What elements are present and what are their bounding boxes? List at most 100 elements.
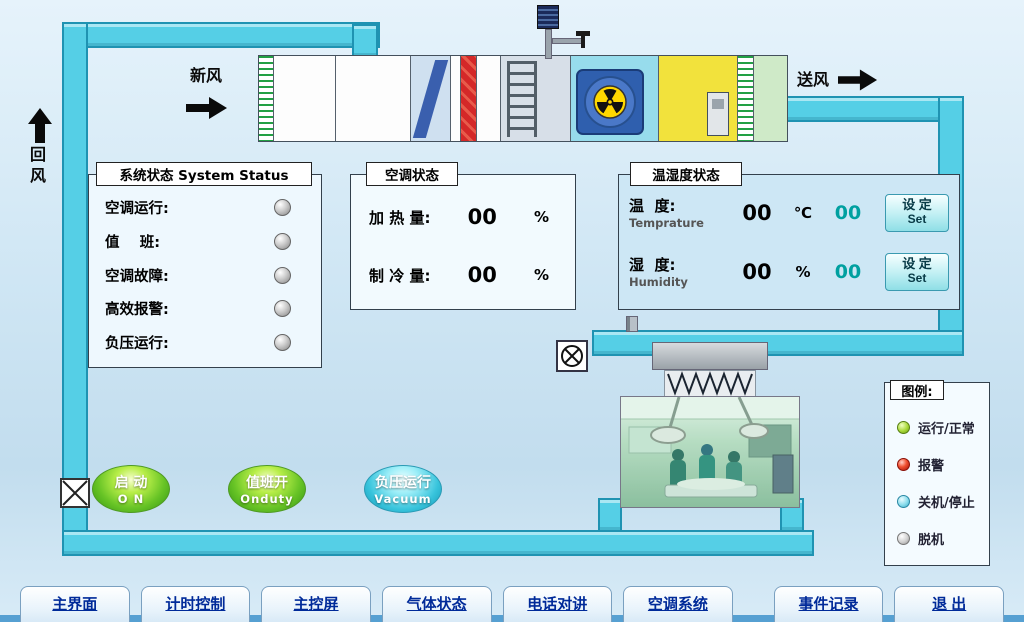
system-status-panel: 空调运行: 值 班: 空调故障: 高效报警: 负压运行: bbox=[88, 174, 322, 368]
steam-pipe-horizontal bbox=[552, 38, 584, 44]
temperature-setpoint: 00 bbox=[834, 201, 862, 224]
status-label: 空调故障: bbox=[105, 268, 169, 285]
vacuum-run-button[interactable]: 负压运行 Vacuum bbox=[364, 465, 442, 513]
duct-bottom-horizontal bbox=[62, 530, 814, 556]
heating-value: 00 bbox=[467, 205, 497, 229]
ac-status-panel: 加 热 量: 00 % 制 冷 量: 00 % bbox=[350, 174, 576, 310]
humidity-sublabel: Humidity bbox=[629, 275, 688, 289]
nav-event-log[interactable]: 事件记录 bbox=[773, 586, 884, 622]
ac-running-indicator bbox=[274, 199, 291, 216]
status-row-negative-pressure: 负压运行: bbox=[105, 332, 291, 353]
temperature-unit: ℃ bbox=[793, 203, 813, 222]
vacuum-button-label-en: Vacuum bbox=[374, 492, 432, 506]
duct-return-vertical bbox=[62, 22, 88, 556]
status-row-ac-running: 空调运行: bbox=[105, 197, 291, 218]
cooling-coil-section bbox=[410, 56, 451, 141]
attenuator-section bbox=[657, 56, 738, 141]
ceiling-diffuser bbox=[652, 342, 768, 370]
fan-section bbox=[569, 56, 658, 141]
supply-air-label: 送风 bbox=[797, 70, 830, 89]
damper-x-icon bbox=[62, 480, 88, 506]
legend-title: 图例: bbox=[890, 380, 944, 400]
nav-phone-intercom[interactable]: 电话对讲 bbox=[502, 586, 613, 622]
status-label: 高效报警: bbox=[105, 302, 169, 319]
operating-room-photo bbox=[620, 396, 800, 508]
fresh-air-arrow-icon bbox=[186, 97, 227, 119]
duct-supply-horizontal bbox=[784, 96, 964, 122]
set-button-label-cn: 设 定 bbox=[902, 197, 932, 213]
legend-item-alarm: 报警 bbox=[897, 455, 979, 474]
supply-air-arrow-icon bbox=[838, 69, 878, 91]
temperature-sublabel: Temprature bbox=[629, 216, 704, 230]
heating-unit: % bbox=[533, 208, 549, 226]
nav-main-screen[interactable]: 主界面 bbox=[20, 586, 130, 622]
steam-pipe-vertical bbox=[545, 29, 552, 59]
blower-fan-icon bbox=[575, 69, 644, 135]
status-row-hepa-alarm: 高效报警: bbox=[105, 298, 291, 319]
running-normal-dot-icon bbox=[897, 421, 910, 434]
humidity-setpoint: 00 bbox=[834, 260, 862, 283]
duty-button-label-en: Onduty bbox=[240, 492, 294, 506]
start-on-button[interactable]: 启 动 O N bbox=[92, 465, 170, 513]
legend-item-stopped: 关机/停止 bbox=[897, 492, 979, 511]
humidifier-ladder-icon bbox=[506, 61, 537, 137]
duct-room-horizontal bbox=[592, 330, 964, 356]
humidity-set-button[interactable]: 设 定 Set bbox=[885, 252, 949, 291]
nav-gas-status[interactable]: 气体状态 bbox=[381, 586, 492, 622]
temperature-label: 温 度: bbox=[629, 197, 676, 215]
on-duty-indicator bbox=[274, 232, 291, 250]
legend-label: 脱机 bbox=[918, 533, 945, 548]
humidity-unit: % bbox=[795, 262, 811, 281]
valve-spout-icon bbox=[581, 36, 585, 48]
vacuum-button-label-cn: 负压运行 bbox=[375, 475, 431, 491]
temperature-label-block: 温 度: Temprature bbox=[629, 195, 731, 230]
control-box-icon bbox=[707, 92, 730, 136]
negative-pressure-indicator bbox=[274, 334, 291, 351]
diffuser-coil-icon bbox=[664, 370, 756, 398]
status-label: 值 班: bbox=[105, 234, 160, 251]
status-label: 负压运行: bbox=[105, 336, 169, 352]
status-row-on-duty: 值 班: bbox=[105, 231, 291, 252]
humidity-value: 00 bbox=[742, 259, 772, 284]
legend-item-running: 运行/正常 bbox=[897, 418, 979, 437]
cooling-unit: % bbox=[533, 266, 549, 284]
ac-fault-indicator bbox=[274, 266, 291, 284]
legend-label: 运行/正常 bbox=[918, 422, 975, 437]
duct-top-elbow bbox=[352, 24, 378, 58]
status-label: 空调运行: bbox=[105, 201, 169, 217]
humidity-row: 湿 度: Humidity 00 % 00 设 定 Set bbox=[629, 252, 949, 291]
duct-damper-icon bbox=[626, 316, 638, 332]
mixing-section bbox=[272, 56, 335, 141]
temperature-set-button[interactable]: 设 定 Set bbox=[885, 193, 949, 232]
bottom-navigation: 主界面 计时控制 主控屏 气体状态 电话对讲 空调系统 事件记录 退 出 bbox=[0, 586, 1024, 622]
return-air-arrow-icon bbox=[28, 108, 52, 143]
alarm-dot-icon bbox=[897, 458, 910, 471]
outlet-section bbox=[753, 56, 788, 141]
cooling-label: 制 冷 量: bbox=[369, 266, 431, 285]
cooling-value: 00 bbox=[467, 263, 497, 287]
final-filter-section bbox=[737, 56, 754, 141]
exhaust-fan-icon bbox=[556, 340, 588, 372]
on-duty-button[interactable]: 值班开 Onduty bbox=[228, 465, 306, 513]
duct-top-horizontal bbox=[62, 22, 380, 48]
hepa-alarm-indicator bbox=[274, 300, 291, 318]
start-button-label-en: O N bbox=[117, 492, 145, 506]
offline-dot-icon bbox=[897, 532, 910, 545]
return-damper bbox=[60, 478, 90, 508]
nav-main-control[interactable]: 主控屏 bbox=[261, 586, 371, 622]
nav-timing-control[interactable]: 计时控制 bbox=[140, 586, 251, 622]
humidifier-section bbox=[499, 56, 570, 141]
legend-label: 报警 bbox=[918, 459, 945, 474]
cooling-row: 制 冷 量: 00 % bbox=[369, 263, 549, 287]
nav-exit[interactable]: 退 出 bbox=[894, 586, 1004, 622]
humidity-label: 湿 度: bbox=[629, 256, 676, 274]
nav-ac-system[interactable]: 空调系统 bbox=[623, 586, 733, 622]
set-button-label-en: Set bbox=[907, 271, 927, 286]
heating-label: 加 热 量: bbox=[369, 208, 431, 227]
return-air-label: 回风 bbox=[27, 146, 46, 188]
system-status-title: 系统状态 System Status bbox=[96, 162, 312, 186]
legend-panel: 运行/正常 报警 关机/停止 脱机 bbox=[884, 382, 990, 566]
temp-humidity-panel: 温 度: Temprature 00 ℃ 00 设 定 Set 湿 度: Hum… bbox=[618, 174, 960, 310]
prefilter-section bbox=[259, 56, 273, 141]
